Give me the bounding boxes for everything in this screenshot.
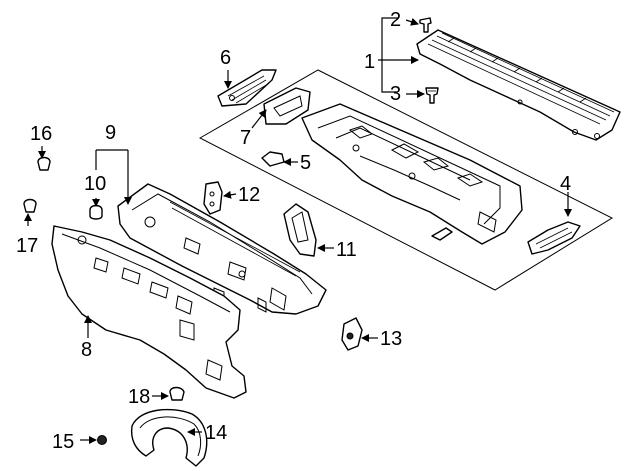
part-14-shield [130,408,208,467]
callout-1: 1 [364,51,375,73]
insulator [51,225,247,399]
cowl-top-panel [416,29,621,141]
part-6-bracket [217,69,277,107]
part-12-bracket [203,181,223,215]
part-16-clip [37,156,51,171]
callout-17: 17 [16,235,38,257]
part-11-bracket [283,203,317,257]
part-2-clip [419,17,432,33]
callout-16: 16 [30,123,52,145]
callout-10: 10 [84,173,106,195]
callout-9: 9 [105,122,116,144]
small-clip-in-box [431,227,453,241]
callout-13: 13 [380,328,402,350]
part-7-bracket [263,87,311,125]
inset-box [198,69,614,291]
callout-11: 11 [336,239,357,261]
part-18-clip [169,386,185,401]
callout-15: 15 [52,431,74,453]
part-17-clip [23,198,37,213]
part-4-bracket [527,221,581,255]
callout-14: 14 [205,422,227,444]
callout-5: 5 [300,152,311,174]
callout-7: 7 [240,127,251,149]
callout-3: 3 [390,83,401,105]
part-5-bracket [261,151,285,167]
dash-panel-upper [301,103,523,245]
leader-lines [24,17,572,444]
callout-2: 2 [390,9,401,31]
callout-8: 8 [81,339,92,361]
callout-18: 18 [128,386,150,408]
part-3-clip [425,87,439,104]
callout-6: 6 [220,47,231,69]
callout-12: 12 [238,184,260,206]
callout-4: 4 [560,173,571,195]
part-13-bracket [341,317,363,351]
part-15-clip [97,435,107,445]
part-10-grommet [89,204,103,220]
